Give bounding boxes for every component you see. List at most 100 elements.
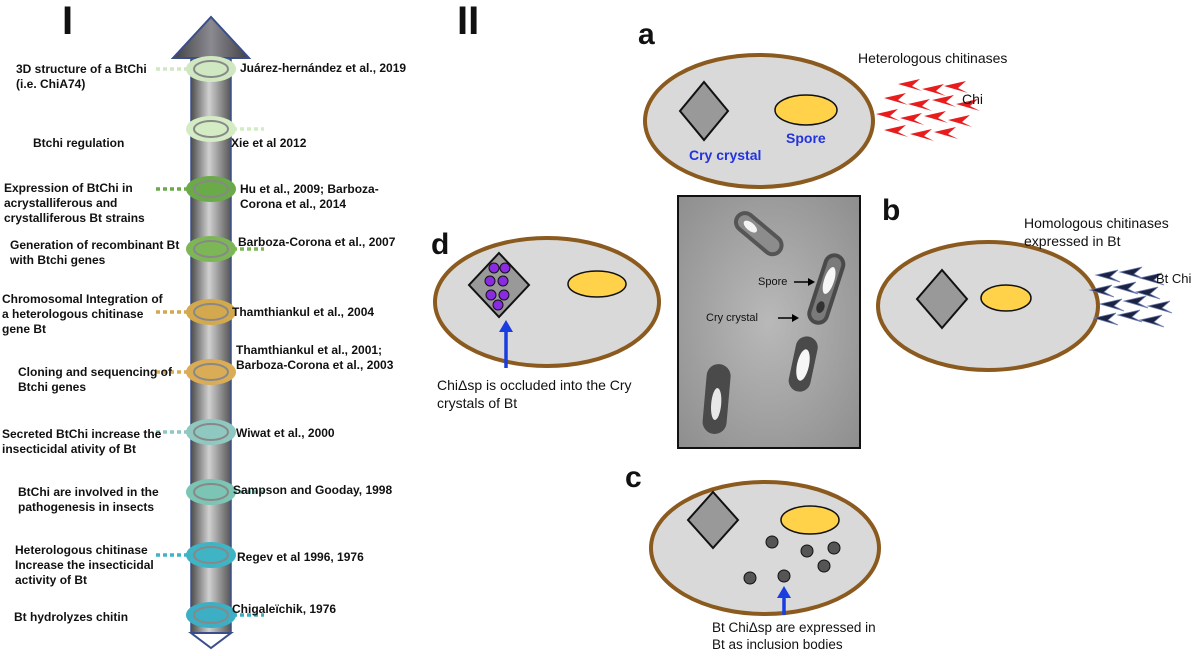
arrow-head [170,15,252,59]
occluded-chitinase-dots [484,262,511,311]
chitinase-mark [900,113,924,125]
timeline-label-7: BtChi are involved in the pathogenesis i… [18,485,159,514]
timeline-ref-5: Thamthiankul et al., 2001; Barboza-Coron… [236,343,394,372]
cry-crystal-a [678,80,730,142]
chitinase-mark [1138,314,1165,328]
arrow-shaft [191,58,231,633]
timeline-ref-0: Juárez-hernández et al., 2019 [240,61,407,75]
chitinase-mark [922,84,946,96]
timeline-ref-1: Xie et al 2012 [231,136,307,150]
panel-letter-d: d [431,228,450,261]
chitinase-mark [1112,281,1139,295]
spore-c [780,505,840,535]
timeline-ref-8: Regev et al 1996, 1976 [237,550,364,564]
panel-a-chi: Chi [962,91,984,107]
chitinase-mark [934,127,958,139]
chitinase-mark [1134,286,1161,300]
chitinase-mark [910,129,934,141]
cell-c [649,480,881,616]
timeline-ring-inner [193,240,229,258]
chitinase-mark [1092,312,1119,326]
homologous-chitinase-marks [1088,266,1173,328]
timeline-label-8: Heterologous chitinase Increase the inse… [15,543,154,587]
timeline-label-6: Secreted BtChi increase the insecticidal… [2,427,162,456]
timeline-ref-9: Chigaleïchik, 1976 [232,602,337,616]
section-title-two: II [457,0,480,43]
bacterial-cell-2 [807,253,846,325]
chitinase-mark [1094,269,1121,283]
chitinase-mark [1118,266,1145,280]
timeline-ring-inner [193,120,229,138]
bacterial-cell-4 [702,364,731,434]
chitinase-mark [908,99,932,111]
timeline-ring-inner [193,180,229,198]
chitinase-mark [944,81,968,93]
chitinase-mark [1116,309,1143,323]
chitinase-mark [924,111,948,123]
spore-d [567,270,627,298]
timeline-ring-inner [193,363,229,381]
timeline-ref-6: Wiwat et al., 2000 [236,426,335,440]
timeline-ref-3: Barboza-Corona et al., 2007 [238,235,396,249]
chitinase-mark [1122,295,1149,309]
panel-letter-c: c [625,461,642,494]
timeline-label-3: Generation of recombinant Bt with Btchi … [10,238,180,267]
chitinase-mark [884,93,908,105]
timeline-label-4: Chromosomal Integration of a heterologou… [2,292,163,336]
timeline-ring-inner [193,423,229,441]
timeline-arrow [170,15,252,656]
chitinase-mark [1146,300,1173,314]
micrograph-spore-label: Spore [758,276,788,288]
timeline-ref-2: Hu et al., 2009; Barboza-Corona et al., … [240,182,379,211]
chitinase-mark [1088,284,1115,298]
bacterial-cell-1 [733,211,784,257]
spore-a [774,94,838,126]
panel-a-spore-label: Spore [786,130,826,146]
cell-b [876,240,1100,372]
timeline-label-2: Expression of BtChi in acrystalliferous … [4,181,145,225]
micrograph-cry-label: Cry crystal [706,312,758,324]
panel-b-chi: Bt Chi [1156,271,1192,286]
timeline-label-1: Btchi regulation [33,136,125,150]
timeline-label-9: Bt hydrolyzes chitin [14,610,129,624]
section-title-one: I [62,0,74,43]
cry-crystal-b [915,268,969,330]
panel-c-caption: Bt ChiΔsp are expressed in Bt as inclusi… [712,620,876,652]
chitinase-mark [932,95,956,107]
chitinase-mark [948,115,972,127]
chitinase-mark [1098,298,1125,312]
timeline-rings [156,56,264,628]
panel-a-cry-label: Cry crystal [689,147,762,163]
timeline-ring-inner [193,60,229,78]
panel-letter-b: b [882,194,901,227]
chitinase-mark [876,109,900,121]
panel-letter-a: a [638,18,655,51]
chitinase-mark [956,99,980,111]
micrograph [677,195,861,449]
bacterial-cell-3 [788,336,818,392]
cell-d [433,236,661,368]
arrow-tail [191,633,231,656]
panel-d-caption: ChiΔsp is occluded into the Cry crystals… [437,377,632,411]
chitinase-mark [884,125,908,137]
cry-crystal-d [467,251,531,319]
panel-a-title: Heterologous chitinases [858,50,1008,66]
chitinase-mark [898,79,922,91]
timeline-label-5: Cloning and sequencing of Btchi genes [18,365,172,394]
heterologous-chitinase-marks [876,79,980,141]
cell-a [643,53,875,189]
timeline-ring-inner [193,483,229,501]
cry-crystal-c [686,490,740,550]
timeline-ring-inner [193,546,229,564]
timeline-ring-inner [193,303,229,321]
arrow-tail-notch [188,632,234,650]
spore-b [980,284,1032,312]
timeline-ref-4: Thamthiankul et al., 2004 [232,305,375,319]
timeline-ring-inner [193,606,229,624]
panel-b-title: Homologous chitinases expressed in Bt [1024,215,1169,249]
timeline-label-0: 3D structure of a BtChi (i.e. ChiA74) [16,62,147,91]
inclusion-bodies [743,535,841,585]
timeline-ref-7: Sampson and Gooday, 1998 [233,483,393,497]
